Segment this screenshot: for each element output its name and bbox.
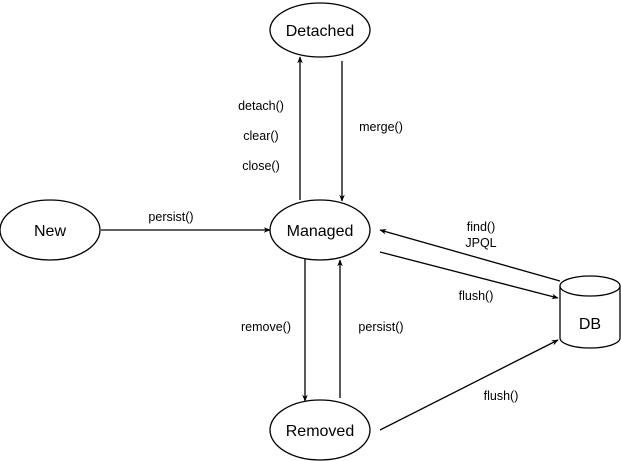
label-persist-new: persist() — [148, 210, 193, 224]
label-flush-managed: flush() — [459, 289, 494, 303]
node-db: DB — [559, 275, 621, 349]
detached-label: Detached — [286, 23, 355, 40]
removed-label: Removed — [286, 423, 354, 440]
node-detached: Detached — [269, 2, 371, 58]
db-cylinder-body — [559, 286, 621, 349]
db-cylinder-top — [559, 275, 621, 297]
label-merge: merge() — [359, 120, 403, 134]
label-close: close() — [242, 159, 280, 173]
edges — [101, 56, 561, 431]
node-new: New — [0, 199, 101, 261]
db-label: DB — [579, 316, 601, 333]
managed-ellipse — [269, 199, 371, 261]
label-jpql: JPQL — [465, 236, 496, 250]
label-flush-removed: flush() — [484, 389, 519, 403]
edge-removed-to-db — [379, 339, 559, 431]
label-detach: detach() — [238, 99, 284, 113]
node-removed: Removed — [269, 399, 371, 461]
label-clear: clear() — [243, 129, 278, 143]
edge-managed-to-db — [379, 251, 559, 300]
label-find: find() — [467, 220, 495, 234]
managed-label: Managed — [287, 223, 354, 240]
removed-ellipse — [269, 399, 371, 461]
new-label: New — [34, 223, 66, 240]
label-remove: remove() — [241, 320, 291, 334]
detached-ellipse — [269, 2, 371, 58]
label-persist-removed: persist() — [358, 320, 403, 334]
edge-labels: persist() detach() clear() close() merge… — [148, 99, 518, 403]
edge-db-to-managed — [379, 229, 561, 282]
new-ellipse — [0, 199, 101, 261]
node-managed: Managed — [269, 199, 371, 261]
